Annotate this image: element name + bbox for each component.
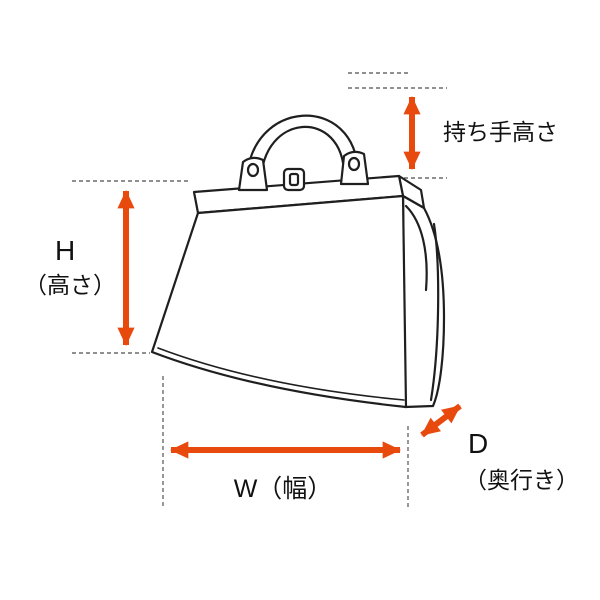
depth-paren-label: （奥行き） [464, 467, 579, 493]
height-letter-label: H [55, 235, 75, 266]
bag-side-panel [401, 194, 446, 409]
height-paren-label: （高さ） [24, 272, 116, 298]
bag-side-seam [429, 222, 440, 402]
bag-bottom-piping [157, 347, 405, 401]
handbag-illustration [150, 114, 446, 409]
handle-height-label: 持ち手高さ [443, 119, 558, 145]
guide-lines [72, 72, 447, 507]
bag-clasp-knob [288, 172, 300, 187]
bag-side-flap-curve [404, 204, 428, 292]
dimension-labels: 持ち手高さ H （高さ） W（幅） D （奥行き） [24, 119, 579, 503]
depth-letter-label: D [468, 428, 488, 459]
bag-rivet-left-icon [246, 162, 260, 178]
dimension-arrows [117, 95, 462, 459]
bag-rivet-right-icon [347, 156, 361, 172]
bag-depth-arrow [420, 403, 462, 438]
width-label: W（幅） [234, 475, 333, 503]
bag-front-panel [150, 194, 408, 409]
